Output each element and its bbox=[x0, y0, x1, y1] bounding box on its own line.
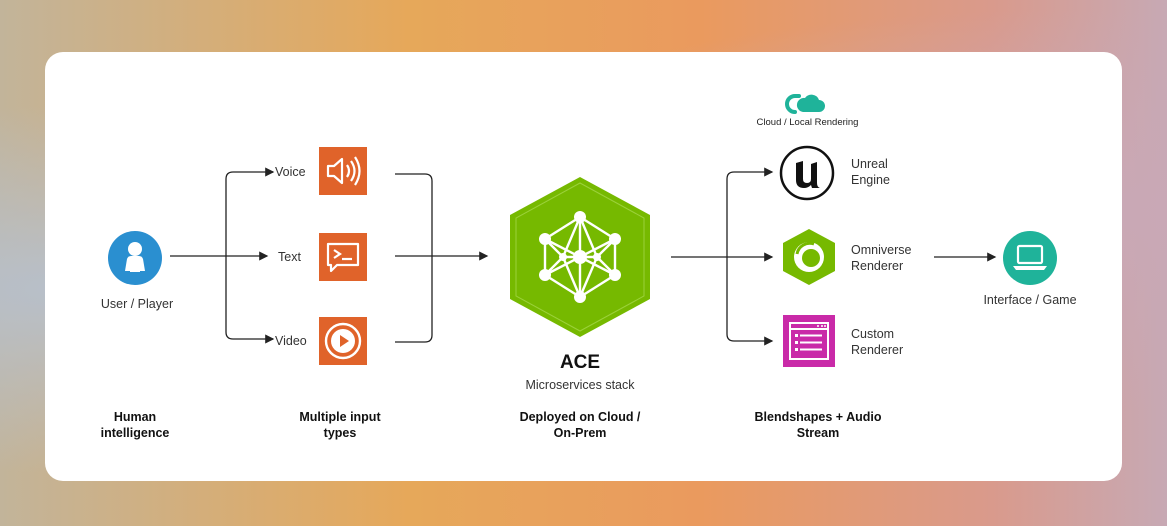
cloud-icon bbox=[785, 92, 827, 114]
play-icon bbox=[319, 317, 367, 365]
speaker-icon bbox=[319, 147, 367, 195]
terminal-icon bbox=[319, 233, 367, 281]
caption-input-2: types bbox=[323, 426, 357, 440]
custom-label-1: Custom bbox=[851, 327, 895, 341]
caption-deploy-2: On-Prem bbox=[553, 426, 607, 440]
diagram-card: User / Player Voice Text Video bbox=[45, 52, 1122, 481]
unreal-label-1: Unreal bbox=[851, 157, 888, 171]
custom-label-2: Renderer bbox=[851, 343, 904, 357]
omniverse-logo-icon bbox=[781, 227, 837, 287]
caption-deploy-1: Deployed on Cloud / bbox=[519, 410, 641, 424]
laptop-icon bbox=[1003, 231, 1057, 285]
neural-network-icon bbox=[505, 177, 655, 337]
cloud-label: Cloud / Local Rendering bbox=[756, 117, 859, 128]
connector-lines bbox=[170, 167, 997, 346]
window-list-icon bbox=[783, 315, 835, 367]
caption-stream-2: Stream bbox=[796, 426, 840, 440]
caption-input-1: Multiple input bbox=[299, 410, 381, 424]
omniverse-label-2: Renderer bbox=[851, 259, 904, 273]
interface-label: Interface / Game bbox=[983, 293, 1077, 307]
voice-label: Voice bbox=[275, 165, 306, 179]
unreal-label-2: Engine bbox=[851, 173, 890, 187]
user-icon bbox=[108, 231, 162, 285]
omniverse-label-1: Omniverse bbox=[851, 243, 912, 257]
user-label: User / Player bbox=[100, 297, 174, 311]
ace-subtitle: Microservices stack bbox=[525, 378, 635, 392]
video-label: Video bbox=[275, 334, 307, 348]
ace-title: ACE bbox=[559, 352, 601, 373]
caption-human-2: intelligence bbox=[100, 426, 170, 440]
text-label: Text bbox=[278, 250, 301, 264]
unreal-logo-icon bbox=[779, 145, 835, 201]
caption-stream-1: Blendshapes + Audio bbox=[754, 410, 882, 424]
caption-human-1: Human bbox=[113, 410, 157, 424]
